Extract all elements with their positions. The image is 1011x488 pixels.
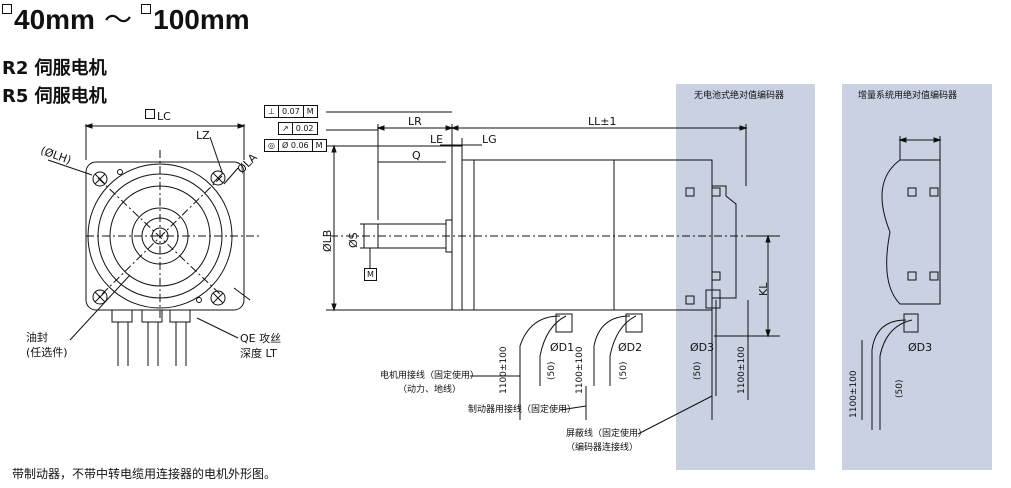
size-range-title: 40mm ～ 100mm [2,4,250,35]
kl-label: KL [757,282,770,296]
lead-length-4: (50) [895,379,905,398]
d3-panel2-label: ØD3 [908,341,933,354]
ll-label: LL±1 [588,115,617,128]
tilde: ～ [104,4,133,35]
lg-label: LG [482,133,497,146]
runout-tolerance: ↗0.02 [278,122,318,135]
motor-cable-label: 电机用接线（固定使用） [380,371,480,381]
d3-label: ØD3 [690,341,715,354]
size-to: 100mm [153,4,250,35]
d2-label: ØD2 [618,341,643,354]
lc-label: LC [145,109,171,122]
datum-m-box: M [364,268,377,281]
incremental-encoder-title: 增量系统用绝对值编码器 [858,91,958,101]
square-symbol-icon [2,4,12,14]
brake-cable-label: 制动器用接线（固定使用） [468,405,577,415]
size-from: 40mm [14,4,95,35]
lead-length-3: (50) [693,361,703,380]
series-r5-title: R5 伺服电机 [2,86,107,107]
square-symbol-icon [141,4,152,14]
incremental-encoder-panel [842,84,992,470]
cable-length-2: 1100±100 [575,346,585,394]
absolute-encoder-title: 无电池式绝对值编码器 [694,91,785,101]
square-symbol-icon [145,109,155,119]
series-r2-title: R2 伺服电机 [2,58,107,79]
shield-cable-label: 屏蔽线（固定使用） [566,429,648,439]
cable-length-4: 1100±100 [849,370,859,418]
qe-label: QE 攻丝 [240,332,282,345]
s-label: ØS [347,232,360,248]
le-label: LE [430,133,444,146]
depth-label: 深度 LT [240,347,277,360]
cable-length-3: 1100±100 [737,346,747,394]
q-label: Q [412,149,421,162]
d1-label: ØD1 [550,341,575,354]
lr-label: LR [408,115,422,128]
footer-note: 带制动器，不带中转电缆用连接器的电机外形图。 [12,467,277,481]
shield-cable-sub-label: （编码器连接线） [566,443,639,453]
lead-length-1: (50) [547,361,557,380]
motor-cable-sub-label: （动力、地线） [398,385,462,395]
optional-label: (任选件) [26,346,68,359]
lead-length-2: (50) [619,361,629,380]
lz-label: LZ [196,129,210,142]
lb-label: ØLB [321,229,334,252]
oil-seal-label: 油封 [26,331,48,344]
cable-length-1: 1100±100 [499,346,509,394]
